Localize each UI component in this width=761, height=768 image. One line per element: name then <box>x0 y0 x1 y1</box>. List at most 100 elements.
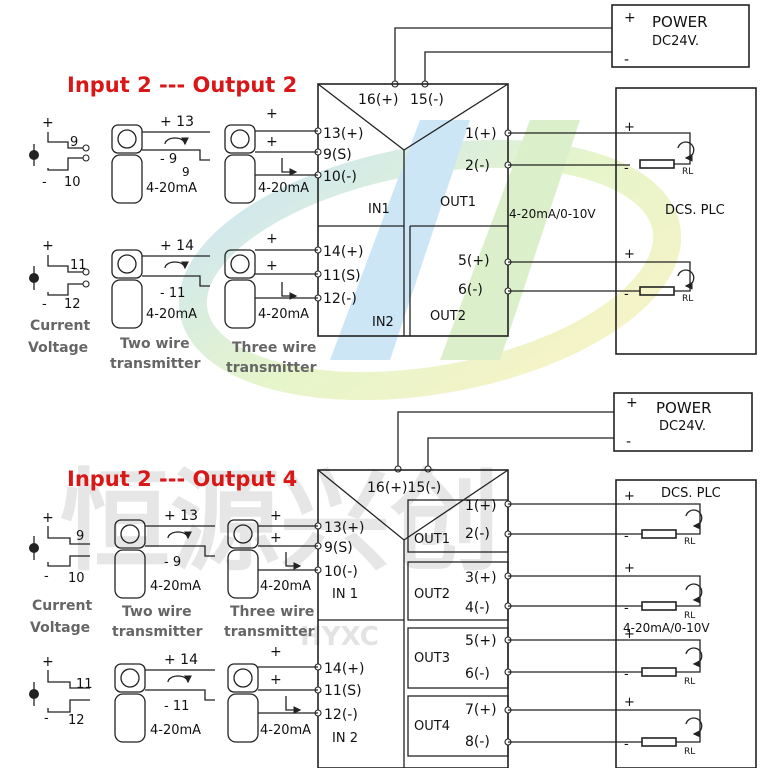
bottom-out-term-5: 5(+) <box>465 633 497 649</box>
top-three-wire-label-2: transmitter <box>226 360 317 376</box>
svg-text:+: + <box>270 644 282 660</box>
bottom-out-channel-2: +- RL <box>504 561 703 621</box>
top-dcs-label: DCS. PLC <box>665 203 725 218</box>
top-power-wire-plus <box>394 27 612 82</box>
top-two-wire-1: + 13 - 9 9 4-20mA <box>111 114 210 204</box>
top-in2-term-1: 14(+) <box>323 244 363 260</box>
svg-text:+: + <box>266 134 278 150</box>
top-module <box>317 83 509 337</box>
top-thw1-ma: 4-20mA <box>258 181 309 196</box>
bottom-in1-term-1: 13(+) <box>324 520 364 536</box>
top-src-num-11: 11 <box>70 258 87 273</box>
bottom-out-channel-1: +- RL <box>504 489 703 547</box>
bottom-tw-minus-9: - 9 <box>164 555 181 570</box>
svg-text:-: - <box>44 569 49 584</box>
svg-text:+: + <box>270 672 282 688</box>
top-rl-2: RL <box>682 294 693 304</box>
bottom-diagram: Input 2 --- Output 4 + POWER DC24V. - 16… <box>29 392 757 768</box>
top-rl-1: RL <box>682 167 693 177</box>
top-out1-term-2: 2(-) <box>465 158 490 174</box>
bottom-src-num-9: 9 <box>76 529 84 544</box>
bottom-tw-plus-13: + 13 <box>164 508 198 524</box>
top-power-wire-minus <box>424 51 612 82</box>
bottom-power-box <box>613 392 753 452</box>
bottom-power-plus: + <box>626 395 638 411</box>
svg-text:+: + <box>624 695 635 710</box>
svg-text:+: + <box>42 654 54 670</box>
bottom-out2-label: OUT2 <box>414 587 450 602</box>
top-out2-term-1: 5(+) <box>458 253 490 269</box>
bottom-out-channel-4: + - RL <box>504 695 703 757</box>
bottom-out3-label: OUT3 <box>414 651 450 666</box>
bottom-out-channel-3: + - RL <box>504 627 703 687</box>
top-three-wire-label-1: Three wire <box>232 340 316 356</box>
bottom-src-num-12: 12 <box>68 713 85 728</box>
svg-text:-: - <box>624 737 629 752</box>
bottom-in2-term-1: 14(+) <box>324 661 364 677</box>
bottom-source-2: + 11 - 12 <box>29 654 93 728</box>
svg-text:+: + <box>42 115 54 131</box>
top-source-1: + 9 - 10 <box>29 115 90 190</box>
svg-text:-: - <box>624 529 629 544</box>
top-in1-term-2: 9(S) <box>323 147 352 163</box>
top-diagram: Input 2 --- Output 2 + POWER DC24V. - 16… <box>28 4 757 376</box>
svg-text:+: + <box>270 530 282 546</box>
top-current-label: Current <box>30 318 91 334</box>
top-tw-minus-11: - 11 <box>160 286 185 301</box>
top-tw-plus-14: + 14 <box>160 238 194 254</box>
top-in1-term-1: 13(+) <box>323 126 363 142</box>
svg-text:+: + <box>266 231 278 247</box>
top-power-voltage: DC24V. <box>652 34 699 49</box>
top-thw2-ma: 4-20mA <box>258 307 309 322</box>
svg-text:-: - <box>624 667 629 682</box>
top-power-minus: - <box>624 52 629 68</box>
bottom-two-wire-label-2: transmitter <box>112 624 203 640</box>
watermark-chars: 恒源兴创 <box>60 458 500 586</box>
bottom-out-term-1: 1(+) <box>465 498 497 514</box>
bottom-source-1: + 9 - 10 <box>29 510 90 586</box>
svg-text:-: - <box>44 711 49 726</box>
svg-text:-: - <box>624 601 629 616</box>
watermark-logo <box>178 120 682 401</box>
bottom-dcs-label: DCS. PLC <box>661 486 721 501</box>
top-tw-plus-13: + 13 <box>160 114 194 130</box>
bottom-three-wire-label-2: transmitter <box>224 624 315 640</box>
bottom-out-term-7: 7(+) <box>465 702 497 718</box>
bottom-two-wire-label-1: Two wire <box>122 604 192 620</box>
bottom-range-label: 4-20mA/0-10V <box>623 621 710 635</box>
bottom-rl-1: RL <box>684 537 695 547</box>
watermark-latin: HYXC <box>300 622 379 652</box>
top-source-2: + 11 - 12 <box>29 238 90 312</box>
bottom-power-minus: - <box>626 434 631 450</box>
bottom-in1-term-2: 9(S) <box>324 540 353 556</box>
bottom-rl-4: RL <box>684 747 695 757</box>
bottom-in2-label: IN 2 <box>332 731 358 746</box>
top-in1-term-3: 10(-) <box>323 169 357 185</box>
svg-text:+: + <box>266 106 278 122</box>
top-out2-term-2: 6(-) <box>458 282 483 298</box>
bottom-two-wire-1: + 13 - 9 4-20mA <box>114 508 215 599</box>
bottom-rl-3: RL <box>684 677 695 687</box>
bottom-src-num-11: 11 <box>76 677 93 692</box>
svg-text:+: + <box>42 238 54 254</box>
top-src-num-9: 9 <box>70 135 78 150</box>
top-tw2-ma: 4-20mA <box>146 307 197 322</box>
bottom-current-label: Current <box>32 598 93 614</box>
top-three-wire-1: + + 4-20mA <box>224 106 318 204</box>
bottom-three-wire-1: + + 4-20mA <box>227 508 318 599</box>
top-two-wire-label-1: Two wire <box>120 336 190 352</box>
svg-text:+: + <box>624 120 635 135</box>
top-power-plus: + <box>624 10 636 26</box>
top-out2-label: OUT2 <box>430 309 466 324</box>
svg-text:-: - <box>624 287 629 302</box>
top-out1-label: OUT1 <box>440 195 476 210</box>
svg-text:+: + <box>270 508 282 524</box>
top-voltage-label: Voltage <box>28 340 88 356</box>
top-two-wire-2: + 14 - 11 4-20mA <box>111 238 210 329</box>
svg-text:+: + <box>624 627 635 642</box>
bottom-in2-term-3: 12(-) <box>324 707 358 723</box>
top-out1-term-1: 1(+) <box>465 126 497 142</box>
top-in2-label: IN2 <box>372 315 394 330</box>
top-dcs-box <box>615 87 757 355</box>
